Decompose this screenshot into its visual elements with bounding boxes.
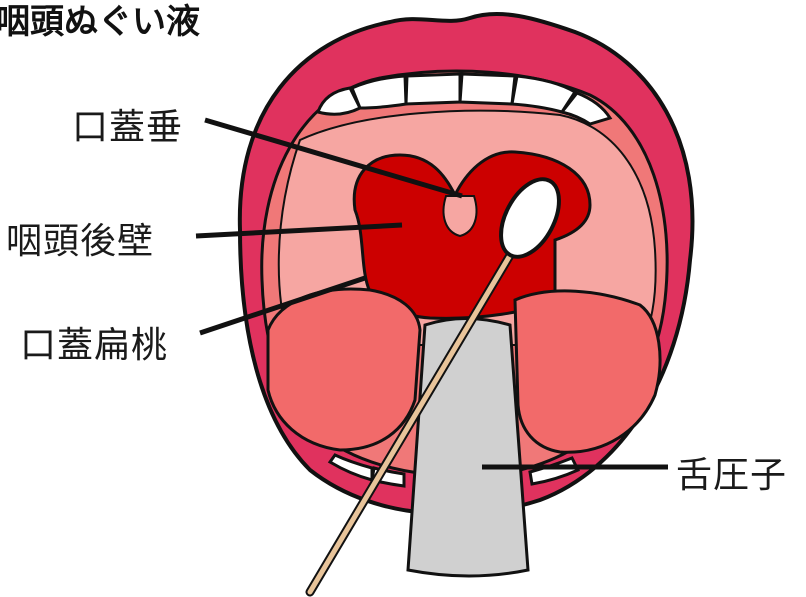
label-posterior-pharyngeal-wall: 咽頭後壁	[6, 212, 154, 264]
diagram-title: 咽頭ぬぐい液	[0, 0, 200, 43]
label-tongue-depressor: 舌圧子	[676, 446, 787, 498]
palatine-tonsil-left	[268, 289, 420, 450]
palatine-tonsil-right	[515, 291, 660, 452]
tongue-depressor	[408, 319, 528, 577]
label-palatine-tonsil: 口蓋扁桃	[20, 316, 168, 368]
label-uvula: 口蓋垂	[72, 98, 183, 150]
